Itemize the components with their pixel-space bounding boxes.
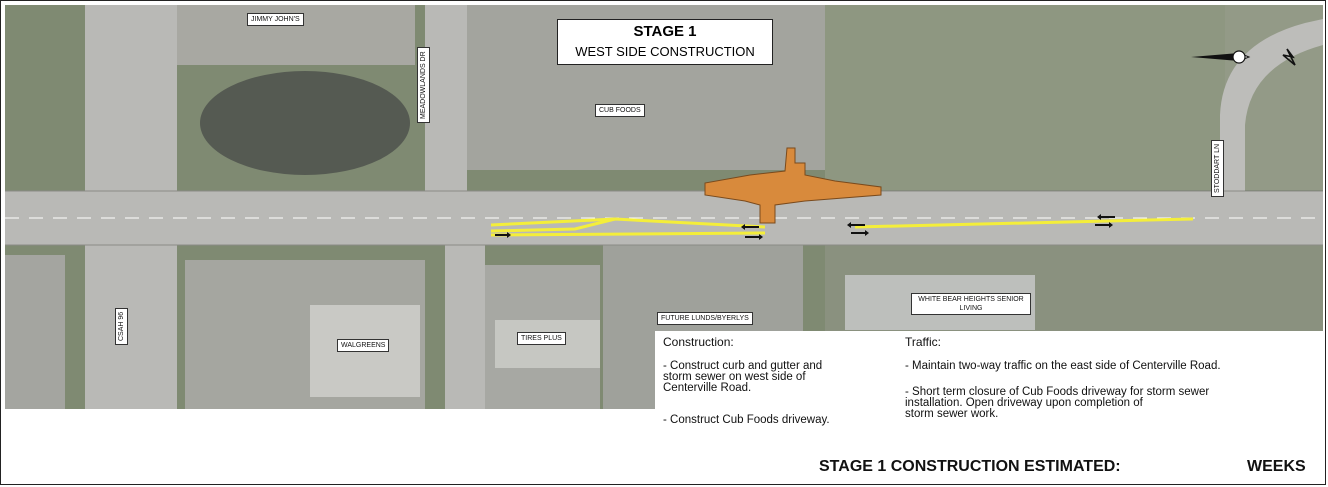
traffic-line-east — [854, 217, 1194, 229]
construction-heading: Construction: — [663, 335, 734, 349]
label-stoddart-ln: STODDART LN — [1211, 139, 1224, 197]
label-future-lunds: FUTURE LUNDS/BYERLYS — [657, 312, 753, 325]
traffic-heading: Traffic: — [905, 335, 942, 349]
traffic-note-1: - Maintain two-way traffic on the east s… — [905, 360, 1221, 372]
label-cub-foods: CUB FOODS — [595, 104, 645, 117]
label-meadowlands-dr: MEADOWLANDS DR — [417, 47, 430, 123]
notes-panel: Construction: - Construct curb and gutte… — [655, 331, 1325, 431]
construction-note-1: - Construct curb and gutter and storm se… — [663, 360, 823, 394]
driveway-south — [445, 245, 485, 409]
construction-note-2: - Construct Cub Foods driveway. — [663, 414, 830, 426]
meadowlands-dr — [425, 5, 467, 195]
wooded-area-east — [825, 5, 1225, 190]
traffic-line-south — [490, 231, 766, 237]
pond — [200, 71, 410, 175]
label-tires-plus: TIRES PLUS — [517, 332, 566, 345]
label-walgreens: WALGREENS — [337, 339, 390, 352]
label-csah-96: CSAH 96 — [115, 307, 128, 345]
weeks-label: WEEKS — [1247, 458, 1306, 475]
csah-96 — [85, 5, 177, 409]
traffic-line-west-2 — [490, 217, 616, 233]
stage-title-box: STAGE 1 WEST SIDE CONSTRUCTION — [557, 19, 773, 65]
arrow-group-east — [495, 214, 1115, 240]
stoddart-ln — [1220, 19, 1323, 191]
stage-title: STAGE 1 — [633, 23, 697, 40]
north-arrow-icon — [1191, 48, 1296, 66]
traffic-note-2: - Short term closure of Cub Foods drivew… — [905, 386, 1210, 420]
construction-estimate-label: STAGE 1 CONSTRUCTION ESTIMATED: — [819, 458, 1121, 475]
label-white-bear-heights: WHITE BEAR HEIGHTS SENIOR LIVING — [911, 293, 1031, 315]
stage-subtitle: WEST SIDE CONSTRUCTION — [575, 44, 755, 59]
label-jimmy-johns: JIMMY JOHN'S — [247, 13, 304, 26]
lightning-icon — [1282, 48, 1296, 66]
construction-zone — [704, 147, 882, 224]
west-lot — [5, 255, 65, 409]
aerial-map — [5, 5, 1323, 409]
